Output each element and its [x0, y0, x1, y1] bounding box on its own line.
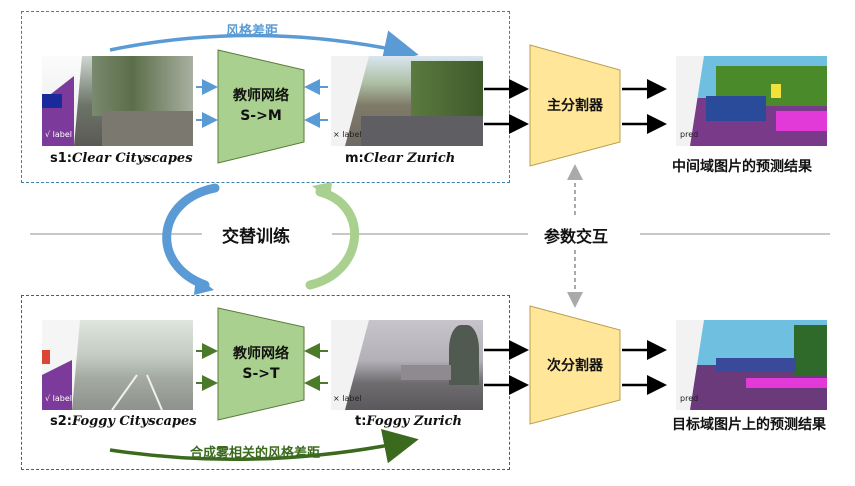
teacher-bottom-line2: S->T: [242, 366, 280, 382]
target-caption: t:Foggy Zurich: [355, 414, 462, 429]
alternate-arrow-green: [305, 187, 359, 290]
teacher-top-line2: S->M: [240, 108, 282, 124]
teacher-network-bottom-shape: [217, 307, 305, 421]
source-tag: √ label: [45, 130, 72, 139]
aux-segmenter-label: 次分割器: [547, 358, 603, 374]
main-segmenter-shape: [529, 44, 621, 167]
target-prediction-image: pred: [676, 320, 827, 410]
source-image-foggy-cityscapes: √ label: [42, 320, 193, 410]
mid-tag: × label: [333, 130, 362, 139]
top-style-gap-label: 风格差距: [226, 24, 279, 39]
bottom-style-gap-arrow: [109, 428, 419, 464]
teacher-network-top-shape: [217, 49, 305, 164]
main-segmenter-label: 主分割器: [547, 98, 603, 114]
mid-image-clear-zurich: × label: [331, 56, 483, 146]
separator-middle: [332, 233, 528, 235]
aux-segmenter-shape: [529, 305, 621, 425]
source-image-clear-cityscapes: √ label: [42, 56, 193, 146]
alternate-training-label: 交替训练: [222, 227, 290, 247]
mid-caption: m:Clear Zurich: [345, 151, 456, 166]
target-tag: × label: [333, 394, 362, 403]
mid-result-label: 中间域图片的预测结果: [672, 159, 812, 175]
bottom-style-gap-label: 合成雾相关的风格差距: [190, 446, 321, 461]
separator-left: [30, 233, 202, 235]
teacher-top-line1: 教师网络: [233, 88, 289, 104]
alternate-arrow-blue: [162, 183, 220, 290]
param-exchange-label: 参数交互: [540, 223, 613, 247]
mid-prediction-image: pred: [676, 56, 827, 146]
separator-right: [640, 233, 830, 235]
pred-tag-top: pred: [680, 130, 699, 139]
teacher-bottom-line1: 教师网络: [233, 346, 289, 362]
top-style-gap-arrow: [109, 30, 419, 65]
target-image-foggy-zurich: × label: [331, 320, 483, 410]
pred-tag-bottom: pred: [680, 394, 699, 403]
source-caption-bottom: s2:Foggy Cityscapes: [50, 414, 197, 429]
teacher-network-top: 教师网络 S->M: [218, 86, 304, 126]
source-caption-top: s1:Clear Cityscapes: [50, 151, 193, 166]
source-tag-bottom: √ label: [45, 394, 72, 403]
target-result-label: 目标域图片上的预测结果: [672, 417, 826, 433]
teacher-network-bottom: 教师网络 S->T: [218, 344, 304, 384]
